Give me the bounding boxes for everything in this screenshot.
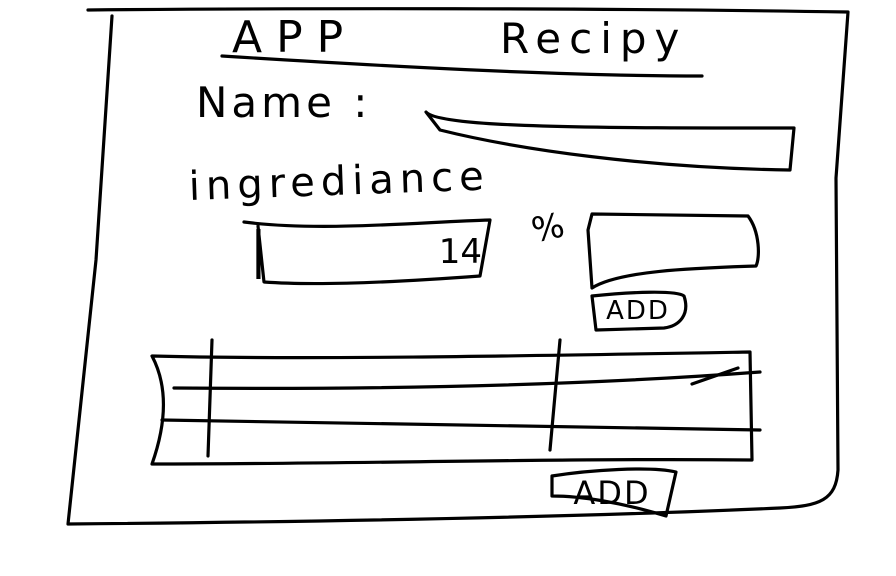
- table-cell: [214, 428, 550, 462]
- app-title-left: APP: [232, 12, 358, 63]
- table-row[interactable]: [170, 390, 756, 424]
- table-row[interactable]: [170, 428, 756, 462]
- table-cell: [214, 390, 550, 424]
- table-rowline-2: [160, 418, 762, 432]
- table-outline: [150, 350, 754, 466]
- ingredient-caret: |: [250, 221, 267, 279]
- name-label: Name :: [196, 78, 372, 127]
- table-rowline-1: [172, 370, 762, 390]
- table-row[interactable]: [170, 354, 756, 388]
- table-cell: [562, 428, 752, 462]
- add-ingredient-outline: [590, 290, 688, 332]
- table-divider-2: [548, 338, 562, 452]
- table-rowline-3: [690, 366, 740, 386]
- add-recipe-button[interactable]: ADD: [550, 470, 674, 516]
- table-cell: [170, 428, 206, 462]
- table-cell: [170, 390, 206, 424]
- table-cell: [562, 354, 752, 388]
- table-cell: [170, 354, 206, 388]
- app-title-right: Recipy: [500, 14, 688, 63]
- table-divider-1: [206, 338, 214, 458]
- add-recipe-outline: [550, 467, 678, 518]
- name-input[interactable]: [436, 124, 790, 170]
- window-frame: [66, 7, 850, 526]
- table-cell: [562, 390, 752, 424]
- ingredients-table: [150, 342, 760, 464]
- quantity-input[interactable]: [592, 216, 752, 280]
- title-underline: [220, 54, 704, 78]
- ingredient-input[interactable]: [268, 224, 482, 280]
- table-cell: [214, 354, 550, 388]
- add-ingredient-button[interactable]: ADD: [592, 292, 684, 330]
